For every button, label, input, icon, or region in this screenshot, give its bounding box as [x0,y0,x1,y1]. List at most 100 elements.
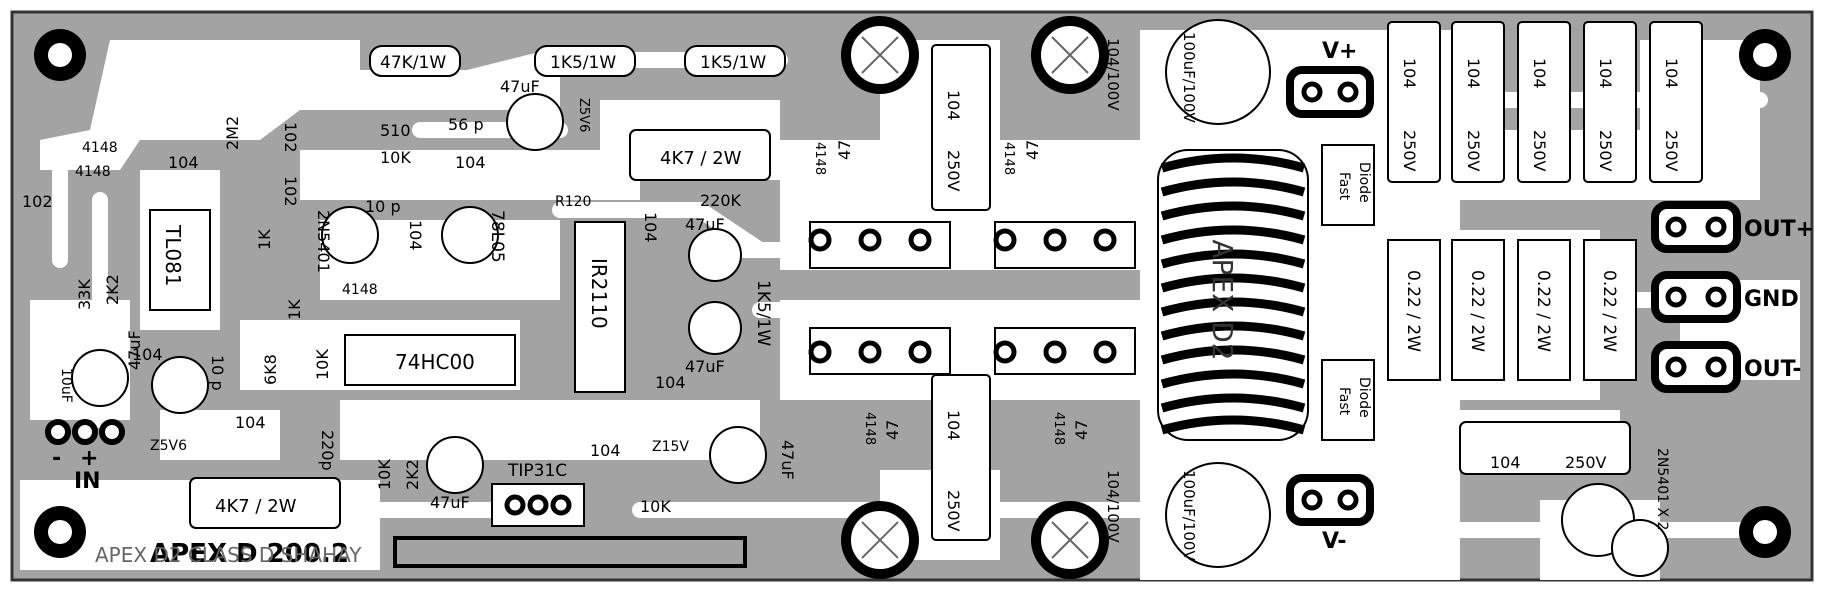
label-r510: 510 [380,121,411,140]
label-c104-tl: 104 [168,153,199,172]
fast-diode-bot-body [1321,359,1375,441]
resistor-1k5-a-body [534,45,636,77]
transistor-pair-b [1611,519,1669,577]
resistor-022-2-body [1451,239,1505,381]
label-bank-104-4: 104 [1596,58,1615,89]
label-r2m2: 2M2 [223,116,242,150]
transistor-2n5401-a [321,206,379,264]
cap-10uf [71,349,129,407]
terminal-out-minus[interactable] [1651,341,1741,393]
label-transistor-pair: 2N5401 X 2 [1654,448,1670,530]
mounting-hole-bl [34,506,86,558]
label-z5v6-a: Z5V6 [576,98,591,132]
cap-47uf-ir-b [688,301,742,355]
cap-100uf-bot [1165,462,1271,568]
label-r47k: 47K/1W [380,53,446,73]
label-r022-3: 0.22 / 2W [1533,270,1553,352]
label-c47u-ir-a: 47uF [685,215,725,234]
label-c10p-a: 10 p [365,197,401,216]
label-d4148-g3: 4148 [862,412,877,445]
label-in-minus: - [52,446,61,471]
terminal-gnd[interactable] [1651,271,1741,323]
screw-pads [841,16,1109,579]
label-bank-104-1: 104 [1400,58,1419,89]
label-bank-104-2: 104 [1464,58,1483,89]
label-c100u-bot: 100uF/100V [1180,470,1198,561]
label-c104-250-b: 104 [944,410,963,441]
mounting-hole-br [1739,506,1791,558]
label-d4148-g2: 4148 [1001,142,1016,175]
label-d4148-a: 4148 [82,140,118,156]
label-bank-250-5: 250V [1662,130,1681,172]
label-fast-diode-top-1: Fast [1336,172,1352,201]
ic-tl081-body [149,209,211,311]
label-c56p: 56 p [448,115,484,134]
cap-47uf-top [506,93,564,151]
board-title: APEX D 200.2 [150,539,349,569]
label-c10p-b: 10 p [208,355,227,391]
screw-pad-4 [1031,501,1109,579]
label-bank-250-3: 250V [1530,130,1549,172]
label-tl081: TL081 [161,224,185,287]
label-z5v6-b: Z5V6 [150,438,187,454]
pads [504,81,1727,516]
terminal-connectors [1286,66,1741,526]
label-r10k-bottom: 10K [640,497,671,516]
label-c104-100v-bot: 104/100V [1104,470,1122,543]
label-bank-250-1: 250V [1400,130,1419,172]
terminal-out-plus[interactable] [1651,201,1741,253]
label-out-plus: OUT+ [1744,217,1814,242]
label-vplus: V+ [1322,39,1357,64]
label-c104-tl2: 104 [132,345,163,364]
labels: APEX D 200.2 APEX D2 CLASS D SHAHAY APEX… [22,32,1814,569]
label-r022-4: 0.22 / 2W [1599,270,1619,352]
label-r2k2-left: 2K2 [103,274,122,305]
label-r1k5b: 1K5/1W [700,53,766,73]
cap-bank-4 [1583,21,1637,183]
board-mirror-text: APEX D2 CLASS D SHAHAY [95,543,362,567]
terminal-vplus[interactable] [1286,66,1374,118]
label-c102-a: 102 [22,192,53,211]
label-c104-78: 104 [406,220,425,251]
title-frame [393,536,747,568]
label-r4k7-bot: 4K7 / 2W [215,496,297,517]
label-out-minus: OUT- [1744,357,1801,382]
label-r47-4: 47 [1072,420,1091,440]
cap-47uf-left [151,356,209,414]
label-c47u-top: 47uF [500,77,540,96]
label-in-plus: + [80,446,98,471]
cap-out-104-250-body [1459,421,1631,475]
label-2n5401: 2N5401 [314,210,333,273]
label-c102-c: 102 [281,176,300,207]
label-c104-tip: 104 [641,212,660,243]
label-78l05: 78L05 [487,210,507,263]
label-r1k5c: 1K5/1W [753,280,773,346]
label-bank-250-4: 250V [1596,130,1615,172]
label-c104-bottom: 104 [590,441,621,460]
label-74hc00: 74HC00 [395,350,475,374]
cap-47uf-tip [709,426,767,484]
resistor-4k7-top-body [629,129,771,181]
input-header [45,419,125,445]
cap-47uf-ir-a [688,228,742,282]
label-d4148-b: 4148 [75,164,111,180]
screw-pad-1 [841,16,919,94]
ic-74hc00-body [344,334,516,386]
label-r10k-top: 10K [380,148,411,167]
label-c-out-250: 250V [1565,453,1607,472]
label-gnd: GND [1744,287,1799,312]
label-c102-b: 102 [281,122,300,153]
resistor-022-4-body [1583,239,1637,381]
label-c47u-ir-b: 47uF [685,357,725,376]
label-tip31c: TIP31C [507,461,567,481]
cap-104-250-bot-body [931,374,991,541]
output-inductor [1157,149,1309,441]
cap-bank-3 [1517,21,1571,183]
component-outlines [149,21,1703,568]
terminal-vminus[interactable] [1286,474,1374,526]
ic-ir2110-body [574,221,626,393]
label-c100u-top: 100uF/100V [1180,32,1198,123]
label-r120: R120 [555,194,591,210]
fast-diode-top-body [1321,144,1375,226]
